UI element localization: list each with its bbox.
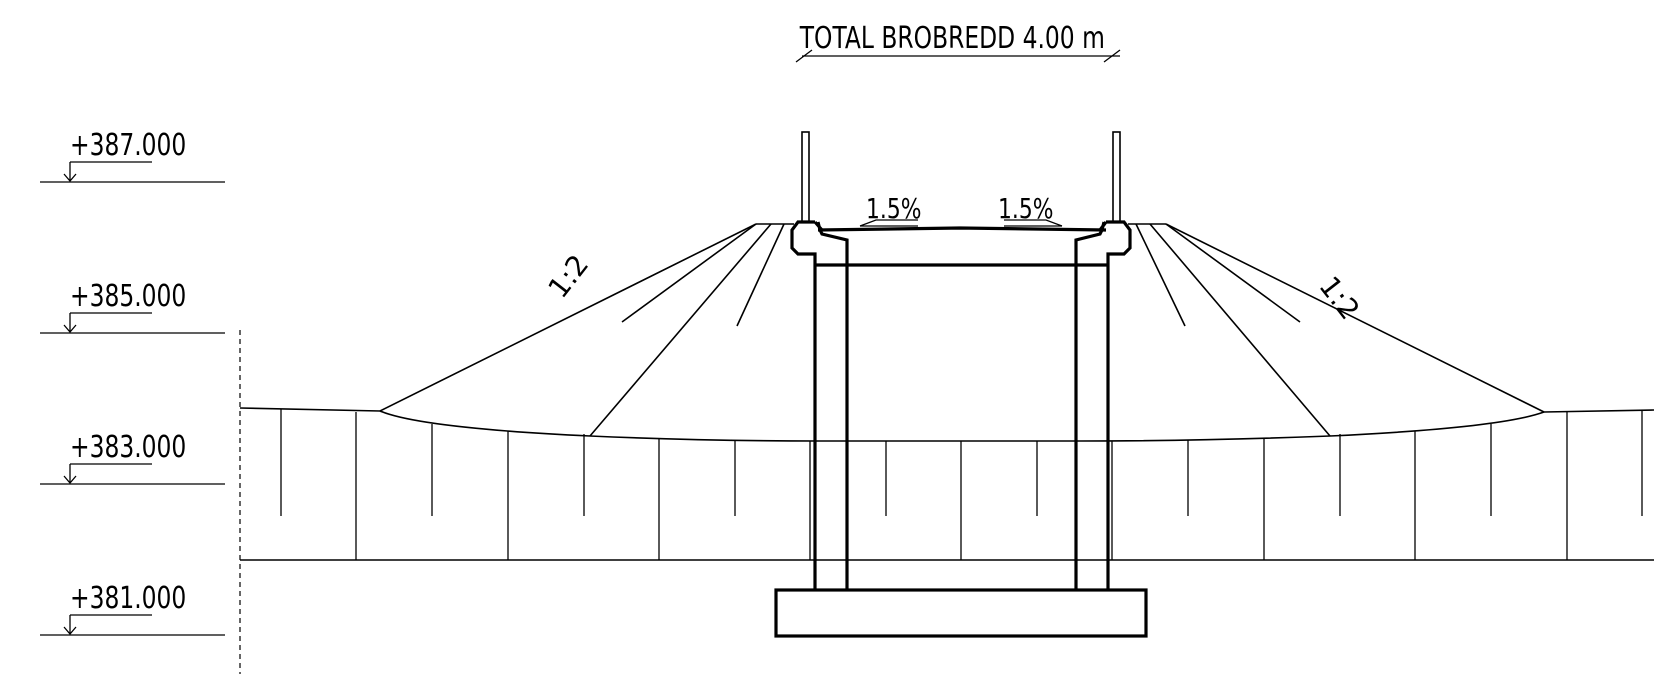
- embankment-right: 1:2: [1128, 223, 1545, 437]
- footing: [774, 588, 1148, 638]
- crossfall-arrow-icon: [1004, 219, 1063, 227]
- ground-surface-right: [1543, 409, 1654, 413]
- elevation-marker-387: +387.000: [40, 128, 225, 183]
- crossfall-label-right: 1.5%: [998, 192, 1053, 224]
- soil-hatching: [280, 409, 1643, 560]
- deck-outline: [790, 220, 849, 590]
- width-dimension: TOTAL BROBREDD 4.00 m: [795, 21, 1121, 63]
- elevation-label: +387.000: [70, 128, 186, 163]
- slope-line: [379, 223, 757, 412]
- embankment-base-curve: [379, 410, 1545, 442]
- bridge-structure: [774, 131, 1148, 638]
- elevation-arrow-icon: [63, 475, 77, 484]
- elevation-label: +381.000: [70, 581, 186, 616]
- deck-top: [817, 226, 1107, 232]
- slope-line: [1165, 223, 1545, 413]
- elevation-marker-383: +383.000: [40, 430, 225, 485]
- dimension-tick-right: [1103, 49, 1121, 63]
- slope-label-left: 1:2: [542, 248, 596, 304]
- slope-label-right: 1:2: [1312, 270, 1366, 326]
- width-dimension-label: TOTAL BROBREDD 4.00 m: [799, 21, 1105, 56]
- elevation-label: +383.000: [70, 430, 186, 465]
- crossfall-arrow-icon: [859, 219, 918, 227]
- elevation-arrow-icon: [63, 173, 77, 182]
- crossfall-left: 1.5%: [859, 192, 921, 227]
- elevation-label: +385.000: [70, 279, 186, 314]
- ground-surface-left: [239, 407, 381, 412]
- dimension-tick-left: [795, 49, 813, 63]
- elevation-marker-381: +381.000: [40, 581, 225, 636]
- elevation-arrow-icon: [63, 324, 77, 333]
- elevation-arrow-icon: [63, 626, 77, 635]
- embankment-left: 1:2: [379, 223, 794, 437]
- crossfall-right: 1.5%: [998, 192, 1063, 227]
- ground-layer: [239, 407, 1654, 561]
- crossfall-label-left: 1.5%: [866, 192, 921, 224]
- railing-post-right: [1112, 131, 1121, 223]
- elevation-marker-385: +385.000: [40, 279, 225, 334]
- railing-post-left: [801, 131, 810, 223]
